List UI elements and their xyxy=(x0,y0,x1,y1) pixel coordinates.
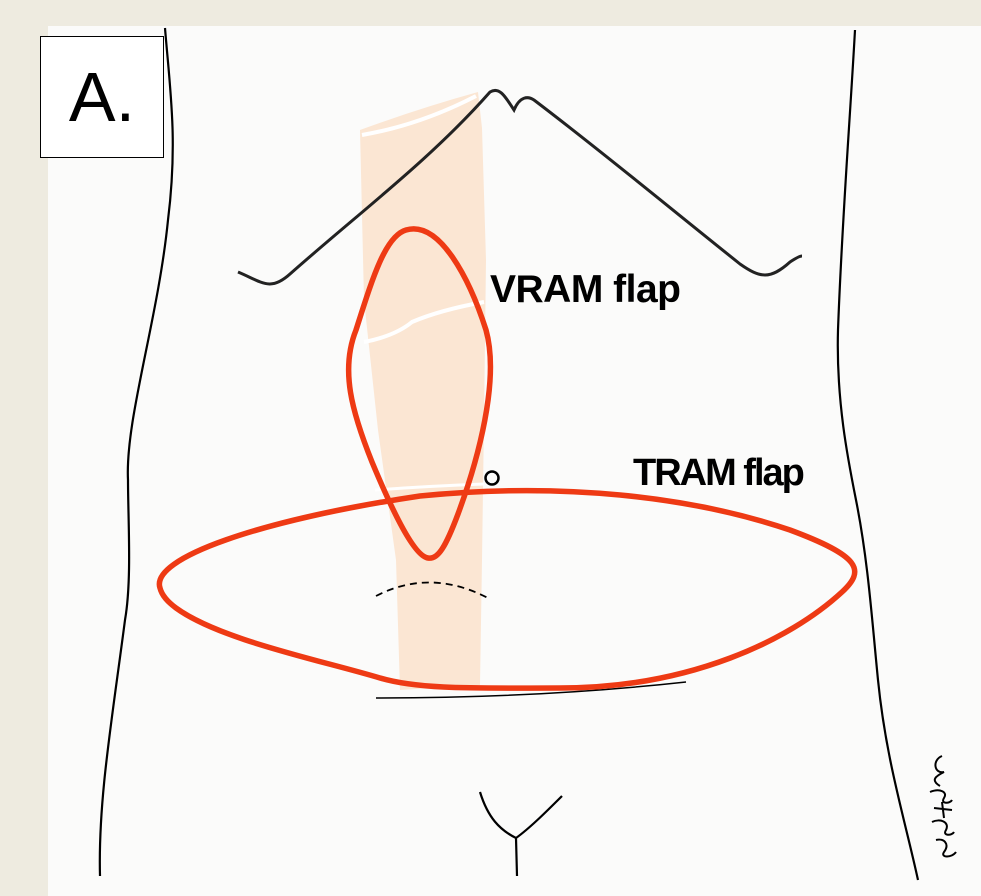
panel-label: A. xyxy=(40,36,164,158)
right-flank-outline xyxy=(838,30,918,880)
rectus-muscle xyxy=(360,92,486,690)
vram-flap-label: VRAM flap xyxy=(490,268,681,312)
umbilicus xyxy=(486,472,499,485)
tram-flap-outline xyxy=(159,491,854,689)
costal-margin xyxy=(238,90,802,284)
tram-flap-label: TRAM flap xyxy=(633,452,803,495)
pubic-y-mark xyxy=(480,792,562,876)
artist-signature xyxy=(922,752,962,862)
